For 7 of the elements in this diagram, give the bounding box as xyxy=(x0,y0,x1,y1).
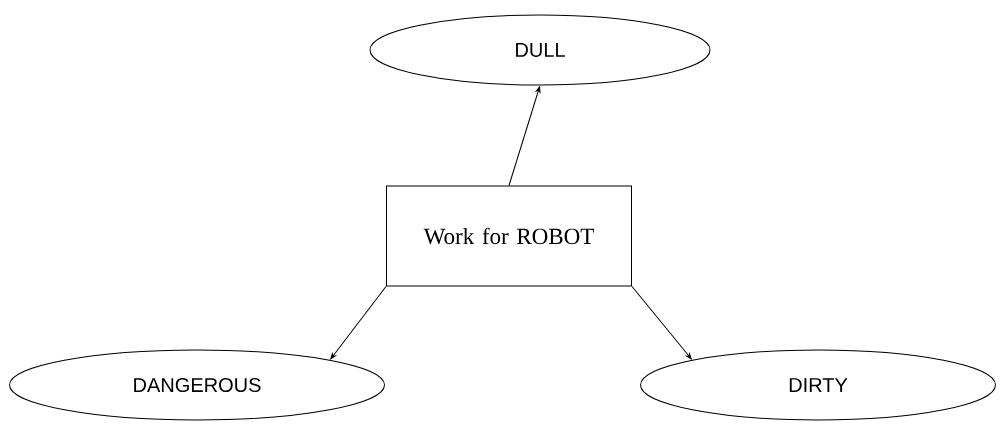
arrow xyxy=(508,86,541,186)
oval-node: DANGEROUS xyxy=(9,349,385,421)
arrow xyxy=(330,286,387,360)
oval-node: DULL xyxy=(369,14,711,86)
box-node: Work for ROBOT xyxy=(386,185,632,287)
oval-node: DIRTY xyxy=(640,349,996,421)
arrow xyxy=(631,286,692,360)
